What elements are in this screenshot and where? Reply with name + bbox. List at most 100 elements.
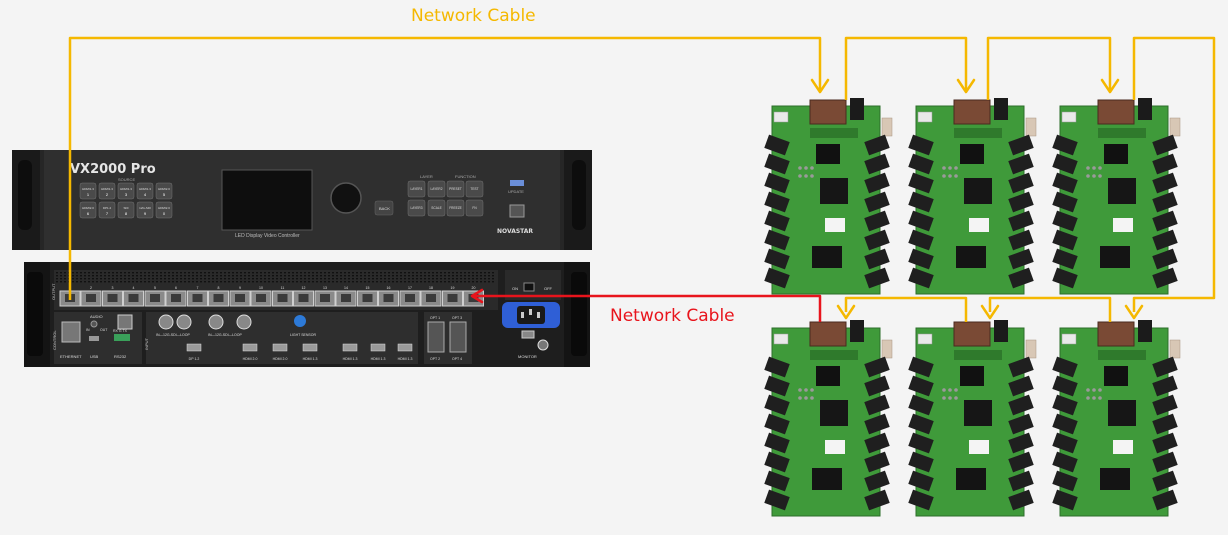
hub-connector — [864, 153, 890, 175]
opt-label-4: OPT 4 — [452, 357, 462, 361]
receiving-card-grid — [764, 98, 1181, 517]
audio-out-label: OUT — [100, 328, 108, 332]
hub-connector — [1152, 153, 1178, 175]
output-port-number: 16 — [387, 286, 391, 290]
source-button — [98, 182, 116, 200]
yellow-cable-route — [68, 36, 1216, 322]
power-terminal — [1138, 320, 1152, 342]
hub-connector — [764, 375, 790, 397]
network-cable-label-top: Network Cable — [411, 6, 536, 26]
output-port-number: 9 — [239, 286, 241, 290]
output-port-number: 14 — [344, 286, 348, 290]
source-button-number: 6 — [87, 211, 90, 216]
card-label-sticker — [969, 440, 989, 454]
output-port-number: 17 — [408, 286, 412, 290]
output-port-number: 4 — [133, 286, 135, 290]
receiving-card — [908, 98, 1037, 295]
update-label: UPDATE — [508, 189, 524, 194]
hub-connector — [764, 248, 790, 270]
rj45-connector — [1097, 321, 1135, 347]
hub-connector — [764, 356, 790, 378]
power-terminal — [1138, 98, 1152, 120]
hub-connector — [1152, 229, 1178, 251]
hub-connector — [864, 413, 890, 435]
power-terminal — [850, 98, 864, 120]
source-button-label: HDMI1.3 — [139, 187, 151, 191]
opt-label-2: OPT 2 — [430, 357, 440, 361]
screen-caption: LED Display Video Controller — [235, 233, 300, 239]
function-button — [427, 180, 446, 198]
hub-connector — [864, 356, 890, 378]
input-port-label: HDMI 1.3 — [398, 357, 413, 361]
chip — [960, 366, 984, 386]
hub-connector — [1052, 470, 1078, 492]
output-port-number: 18 — [429, 286, 433, 290]
source-button — [155, 182, 173, 200]
red-cable-route — [470, 288, 822, 322]
receiving-card — [908, 320, 1037, 517]
hub-connector — [1008, 172, 1034, 194]
rj45-connector — [953, 99, 991, 125]
hub-connector — [764, 267, 790, 289]
hub-connector — [1052, 172, 1078, 194]
hub-connector — [1152, 432, 1178, 454]
hub-connector — [908, 229, 934, 251]
function-button-label: FN — [472, 206, 477, 210]
control-label: CONTROL — [52, 330, 57, 350]
monitor-bnc-port — [537, 339, 549, 351]
chip — [1108, 400, 1136, 426]
hub-connector — [1052, 153, 1078, 175]
source-button-label: DP1.2 — [103, 206, 112, 210]
chip — [960, 144, 984, 164]
hub-connector — [864, 470, 890, 492]
chip — [964, 178, 992, 204]
hub-connector — [1052, 375, 1078, 397]
source-button — [117, 182, 135, 200]
source-button — [79, 201, 97, 219]
audio-in-jack — [90, 320, 98, 328]
hub-connector — [1008, 375, 1034, 397]
hub-connector — [764, 153, 790, 175]
hub-connector — [764, 134, 790, 156]
rj45-connector — [1097, 99, 1135, 125]
receiving-card — [1052, 98, 1181, 295]
hub-connector — [1052, 451, 1078, 473]
power-terminal — [994, 98, 1008, 120]
hub-connector — [908, 394, 934, 416]
hub-connector — [1008, 432, 1034, 454]
hub-connector — [908, 248, 934, 270]
hub-connector — [1008, 153, 1034, 175]
input-port — [397, 343, 413, 352]
ethernet-label: ETHERNET — [60, 354, 82, 359]
hub-connector — [864, 191, 890, 213]
opt-label-1: OPT 1 — [430, 316, 440, 320]
hub-connector — [908, 267, 934, 289]
hub-connector — [908, 489, 934, 511]
input-port-label: HDMI 2.0 — [243, 357, 258, 361]
hub-connector — [1008, 134, 1034, 156]
sdi-bnc-1 — [158, 314, 174, 330]
chip — [1104, 144, 1128, 164]
vent-pattern — [56, 272, 494, 283]
genlock-port — [117, 314, 133, 330]
rs232-terminal — [114, 334, 130, 341]
hub-connector — [864, 267, 890, 289]
source-button-number: 1 — [87, 192, 90, 197]
function-button — [407, 199, 426, 217]
source-button — [98, 201, 116, 219]
hub-connector — [864, 229, 890, 251]
hub-connector — [908, 134, 934, 156]
hub-connector — [1152, 394, 1178, 416]
controller-front-panel: VX2000 Pro SOURCE HDMI1.31HDMI1.32HDMI1.… — [12, 150, 592, 250]
source-button-number: 3 — [125, 192, 128, 197]
opt-label-3: OPT 3 — [452, 316, 462, 320]
hub-connector — [1008, 413, 1034, 435]
function-button-label: FREEZE — [449, 206, 462, 210]
sdi-label-1: IN—12G-SDI—LOOP — [156, 333, 191, 337]
chip — [816, 366, 840, 386]
function-button-label: PRESET — [449, 187, 462, 191]
hub-connector — [1008, 356, 1034, 378]
input-label: INPUT — [144, 337, 149, 350]
